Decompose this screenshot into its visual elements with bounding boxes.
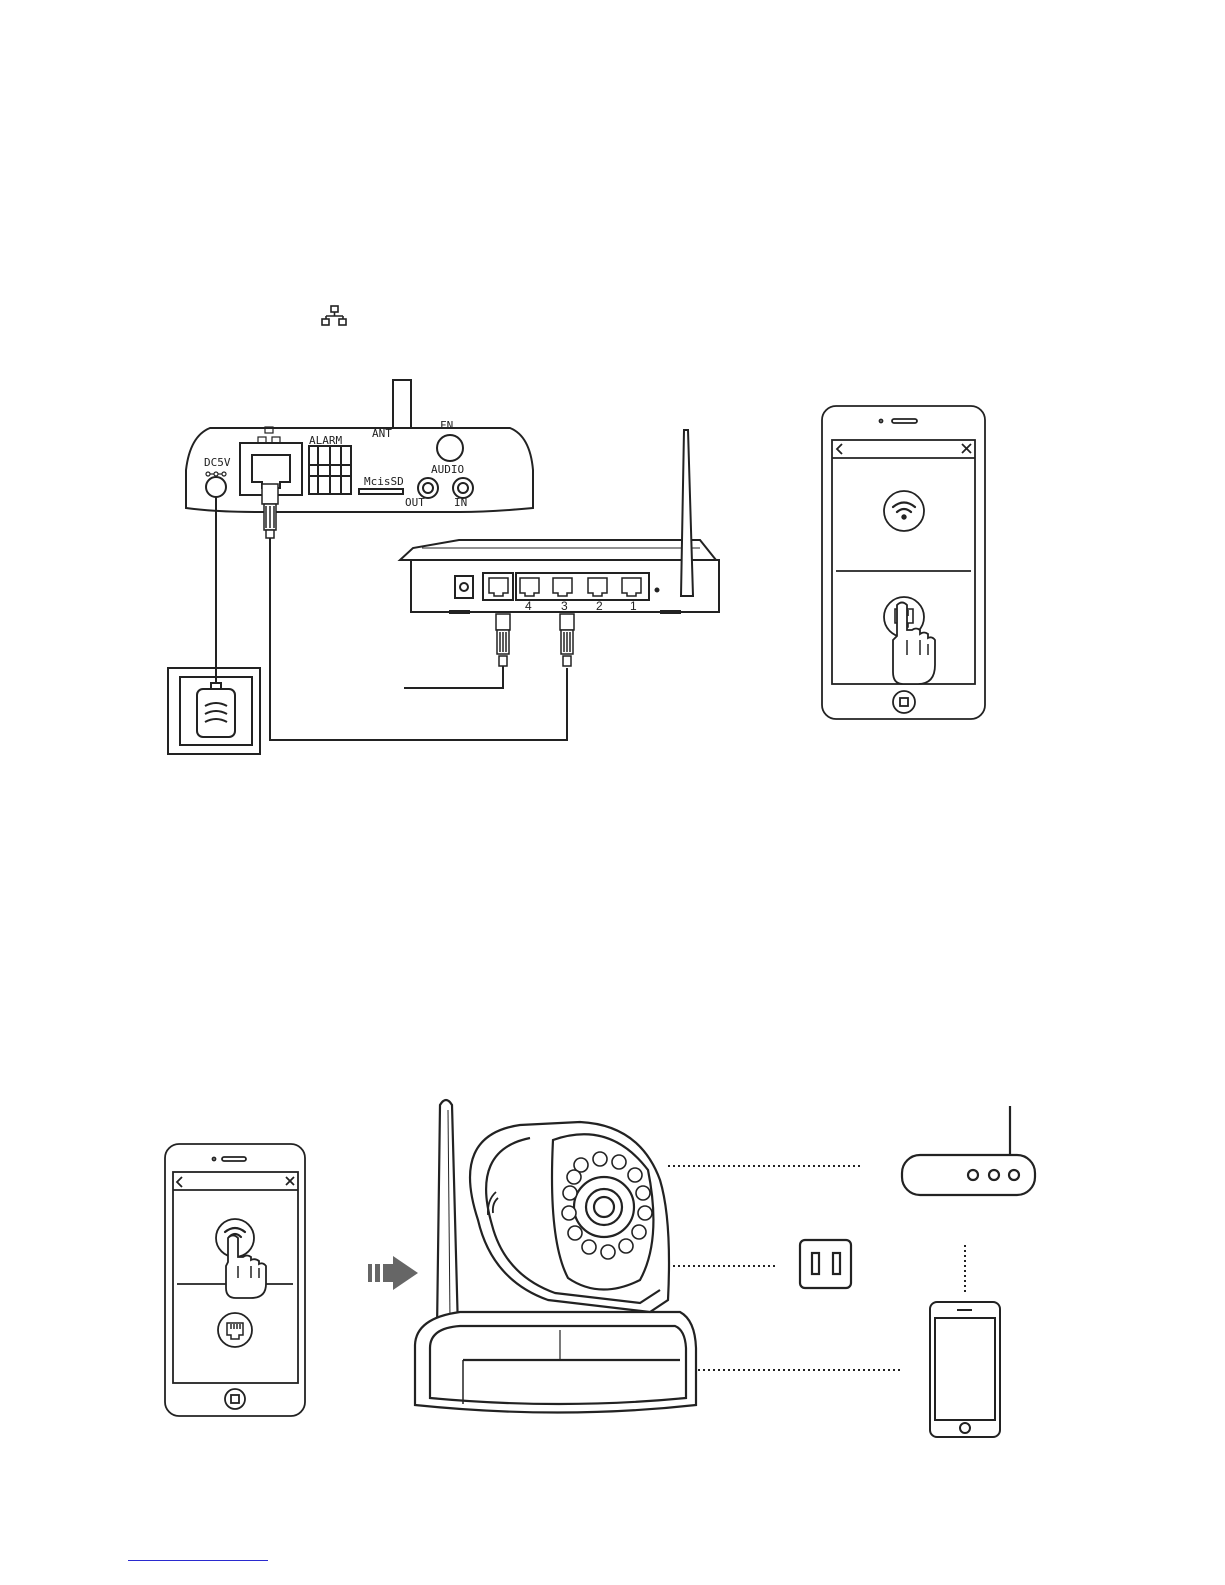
router-ethernet-plug-b [560, 614, 574, 666]
port-label-2: 2 [596, 599, 603, 613]
port-label-4: 4 [525, 599, 532, 613]
router-antenna [681, 430, 693, 596]
footer-link-underline[interactable] [128, 1560, 268, 1561]
wifi-router-icon [902, 1106, 1035, 1195]
power-outlet-icon [800, 1240, 851, 1288]
ethernet-button[interactable] [218, 1313, 252, 1347]
dc-label: DC5V [204, 456, 231, 469]
out-label: OUT [405, 496, 425, 509]
network-icon [322, 306, 346, 325]
router-ethernet-plug-a [496, 614, 510, 666]
power-adapter [168, 668, 260, 754]
port-label-3: 3 [561, 599, 568, 613]
arrow-right-icon [368, 1256, 418, 1290]
camera-antenna [437, 1100, 458, 1330]
camera-back-panel [186, 380, 533, 512]
in-label: IN [454, 496, 467, 509]
smartphone-icon [930, 1302, 1000, 1437]
wifi-button[interactable] [884, 491, 924, 531]
alarm-label: ALARM [309, 434, 342, 447]
pan-tilt-camera [415, 1100, 696, 1413]
sd-label: McisSD [364, 475, 404, 488]
audio-label: AUDIO [431, 463, 464, 476]
fn-label: FN [440, 419, 453, 432]
port-label-1: 1 [630, 599, 637, 613]
camera-ethernet-plug [262, 484, 278, 538]
ant-label: ANT [372, 427, 392, 440]
